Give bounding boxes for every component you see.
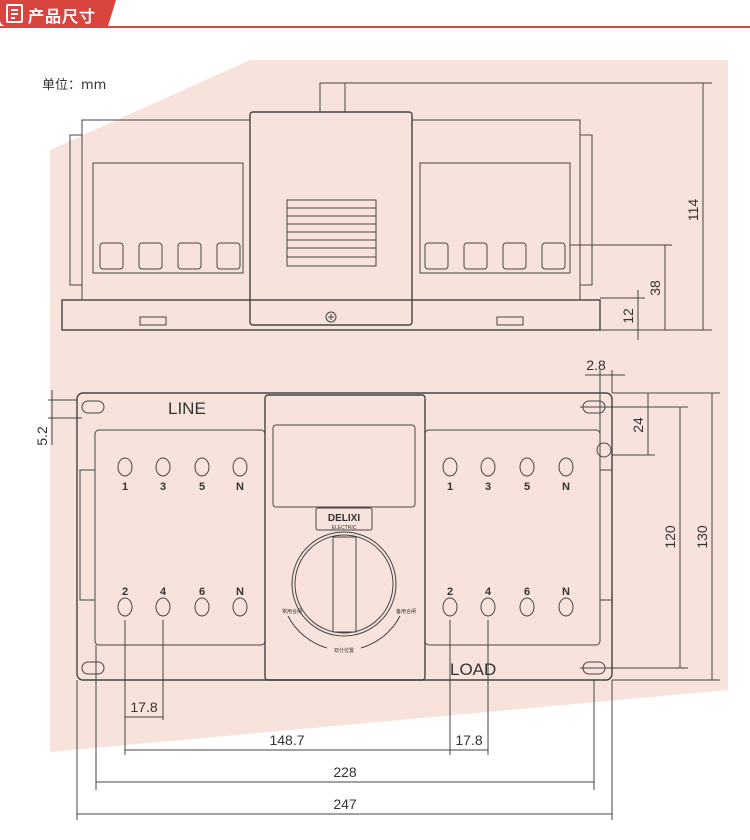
dim-edge-offset: 2.8: [586, 357, 606, 373]
terminal-label: N: [562, 586, 570, 598]
background-panel: [50, 60, 728, 752]
document-icon: [6, 4, 23, 23]
terminal-hole: [194, 597, 210, 617]
vent-slats: [286, 199, 377, 267]
terminal-label: 1: [122, 481, 128, 493]
terminal-hole: [480, 457, 496, 477]
dim-38: 38: [647, 280, 663, 296]
section-title: 产品尺寸: [28, 7, 97, 26]
terminal-hole: [480, 597, 496, 617]
dim-total-height: 130: [694, 525, 710, 549]
front-view: LINE LOAD DELIXI ELECTRIC 常用合闸 备用合闸 双分位置…: [34, 357, 720, 820]
terminal-hole: [442, 597, 458, 617]
terminal-label: 6: [199, 586, 205, 598]
terminal-label: 3: [160, 481, 166, 493]
terminal-label: N: [562, 481, 570, 493]
dim-total-width: 247: [333, 796, 357, 812]
section-tab: 产品尺寸: [0, 0, 116, 26]
terminal-hole: [519, 597, 535, 617]
terminal-hole: [117, 597, 133, 617]
terminal-hole: [558, 457, 574, 477]
switch-label-right: 备用合闸: [396, 608, 416, 615]
dim-114: 114: [685, 199, 701, 222]
brand-logo: DELIXI: [328, 513, 360, 524]
terminal-hole: [442, 457, 458, 477]
dim-mount-width: 228: [333, 764, 357, 780]
dim-pitch-right: 17.8: [455, 732, 482, 748]
header-underline: [0, 26, 750, 28]
terminal-hole: [558, 597, 574, 617]
dim-mount-height: 120: [662, 525, 678, 549]
terminal-hole: [155, 597, 171, 617]
terminal-label: 5: [524, 481, 530, 493]
terminal-label: 6: [524, 586, 530, 598]
dim-hole-offset: 5.2: [34, 426, 50, 446]
terminal-label: N: [236, 586, 244, 598]
rotary-handle: [291, 531, 397, 637]
top-view: 114 38 12: [61, 82, 712, 340]
terminal-label: 2: [447, 586, 453, 598]
terminal-hole: [194, 457, 210, 477]
dim-pitch-left: 17.8: [130, 699, 157, 715]
terminal-buttons: [99, 242, 566, 270]
section-header: 产品尺寸: [0, 0, 750, 30]
dim-pole-span: 148.7: [269, 732, 304, 748]
terminal-hole: [232, 597, 248, 617]
switch-label-center: 双分位置: [334, 647, 354, 654]
screw-icon: [596, 442, 612, 458]
dim-12: 12: [620, 308, 636, 324]
terminal-hole: [117, 457, 133, 477]
terminal-label: 3: [485, 481, 491, 493]
line-label: LINE: [168, 399, 206, 418]
terminal-label: 2: [122, 586, 128, 598]
terminal-label: N: [236, 481, 244, 493]
brand-sub: ELECTRIC: [332, 525, 357, 531]
dim-screw-offset: 24: [630, 417, 646, 433]
unit-label: 单位：mm: [42, 78, 107, 93]
terminal-label: 5: [199, 481, 205, 493]
terminal-hole: [519, 457, 535, 477]
switch-label-left: 常用合闸: [282, 608, 302, 615]
screw-icon: [325, 311, 337, 323]
terminal-hole: [232, 457, 248, 477]
terminal-hole: [155, 457, 171, 477]
terminal-label: 1: [447, 481, 453, 493]
terminal-label: 4: [485, 586, 492, 598]
load-label: LOAD: [450, 660, 496, 679]
terminal-label: 4: [160, 586, 167, 598]
